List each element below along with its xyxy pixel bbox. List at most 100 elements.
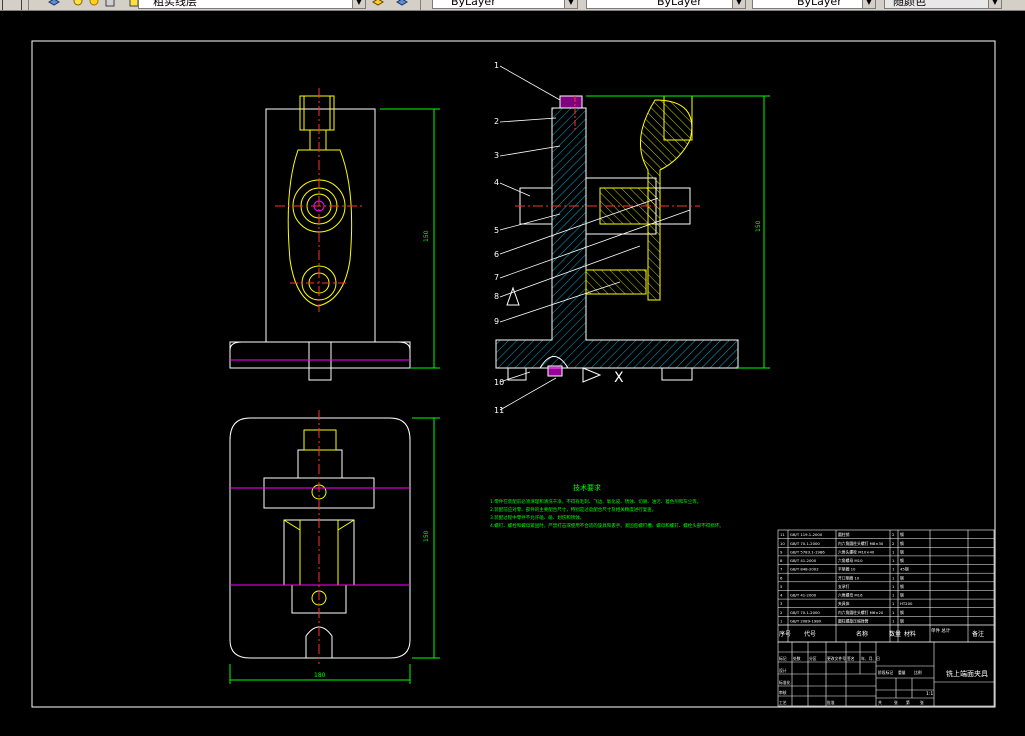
drawing-canvas[interactable]: 150 150 180 [0,11,1025,736]
bom-cell-code: GB/T 70.1-2000 [790,610,820,615]
layer-name: 粗实线层 [153,0,197,8]
title-block-label: 处数 [793,656,801,661]
tech-line-4: 4.螺钉、螺栓和螺母紧固时，严禁打击或使用不合适的旋具和扳手。紧固后螺钉槽、螺母… [490,522,724,529]
balloon-3: 3 [494,151,499,160]
drawing-frame-outer [31,40,996,708]
balloon-9: 9 [494,317,499,326]
bom-cell-mat: 钢 [900,558,904,563]
dim-side-height: 150 [755,220,762,232]
make-current-layer-icon[interactable] [372,0,384,8]
balloon-4: 4 [494,178,499,187]
bom-cell-qty: 1 [892,549,895,554]
bom-cell-no: 6 [780,575,783,580]
plotstyle-control-value: 随颜色 [893,0,926,8]
toolbar-separator [28,0,29,10]
bom-cell-qty: 2 [892,532,895,537]
bom-cell-no: 4 [780,593,783,598]
light-bulb-icon[interactable] [72,0,84,8]
linetype-control-value: ByLayer [657,0,702,8]
bom-cell-code: GB/T 70.1-2000 [790,541,820,546]
tech-line-2: 2.装配前应对零、部件的主要配合尺寸，特别是过盈配合尺寸及相关精度进行复查。 [490,506,656,513]
bom-cell-code: GB/T 2089-1980 [790,619,822,624]
bom-cell-code: GB/T 119.1-2000 [790,532,823,537]
lineweight-control-value: ByLayer [797,0,842,8]
bom-header-name: 名称 [856,630,868,638]
title-block-label: 比例 [914,670,922,675]
balloon-6: 6 [494,250,499,259]
bom-cell-name: 六角头螺栓 M10×40 [838,549,875,554]
title-block-label: 阶段标记 [878,670,893,675]
bom-cell-no: 10 [780,541,785,546]
bom-header-code: 代号 [804,630,816,638]
bom-header-no: 序号 [779,630,791,638]
bom-cell-qty: 1 [892,567,895,572]
chevron-down-icon: ▼ [732,0,745,8]
bom-header-row: 序号 代号 名称 数量 材料 单件 总计 备注 [779,627,984,638]
title-block-label: 设计 [779,668,787,673]
bom-cell-mat: 钢 [900,575,904,580]
bom-cell-no: 9 [780,549,783,554]
color-control-dropdown[interactable]: ByLayer ▼ [432,0,578,9]
bom-cell-mat: 钢 [900,532,904,537]
layer-dropdown[interactable]: 粗实线层 ▼ [138,0,366,9]
bom-cell-no: 7 [780,567,783,572]
bom-cell-name: 平垫圈 10 [838,567,856,572]
bom-cell-code: GB/T 41-2000 [790,593,817,598]
bom-cell-name: 圆柱销 [838,532,850,537]
lineweight-control-dropdown[interactable]: ByLayer ▼ [752,0,876,9]
color-control-value: ByLayer [451,0,496,8]
bom-cell-qty: 1 [892,558,895,563]
balloon-1: 1 [494,61,499,70]
balloon-labels: 1 2 3 4 5 6 7 8 9 10 11 [494,61,504,415]
dim-bottom-height: 150 [423,530,430,542]
bom-cell-mat: 钢 [900,610,904,615]
toolbar-separator [420,0,421,10]
title-block-label: 分区 [809,656,817,661]
bom-cell-mat: 钢 [900,593,904,598]
bom-cell-name: 六角螺母 M10 [838,558,863,563]
title-block-label: 批准 [827,700,835,705]
part-leaders [499,65,691,411]
bom-cell-qty: 2 [892,541,895,546]
balloon-8: 8 [494,292,499,301]
toolbar-button[interactable] [2,0,22,10]
drawing-scale: 1:1 [926,691,933,697]
chevron-down-icon: ▼ [862,0,875,8]
front-view [229,88,440,381]
top-view [229,410,440,684]
chevron-down-icon: ▼ [564,0,577,8]
bom-cell-no: 11 [780,532,785,537]
bom-cell-mat: 钢 [900,541,904,546]
title-block-label: 共 [878,700,882,705]
chevron-down-icon: ▼ [352,0,365,8]
bom-header-mat: 材料 [904,630,916,638]
dim-bottom-width: 180 [314,672,326,679]
title-block-labels: 标记处数分区更改文件号签名年、月、日设计标准化审核工艺批准阶段标记重量比例共张第… [779,656,924,705]
bom-cell-mat: 45钢 [900,567,909,572]
bom-cell-code: GB/T 848-2002 [790,567,819,572]
tech-title: 技术要求 [573,483,601,492]
title-block-label: 重量 [898,670,906,675]
title-block-label: 标准化 [779,680,791,685]
linetype-control-dropdown[interactable]: ByLayer ▼ [586,0,746,9]
bom-cell-name: 内六角圆柱头螺钉 M8×30 [838,541,884,546]
title-block-label: 张 [894,700,898,705]
bom-cell-qty: 1 [892,575,895,580]
lock-icon[interactable] [104,0,116,8]
tech-line-1: 1.零件在装配前必须清理和清洗干净，不得有毛刺、飞边、氧化皮、锈蚀、切屑、油污、… [490,498,701,505]
bom-cell-mat: 钢 [900,619,904,624]
bom-cell-qty: 1 [892,601,895,606]
layer-previous-icon[interactable] [396,0,408,8]
bom-cell-name: 夹具体 [838,601,850,606]
bom-cell-code: GB/T 41-2000 [790,558,817,563]
title-block [777,641,995,707]
layer-manager-icon[interactable] [48,0,60,8]
bom-cell-no: 5 [780,584,783,589]
plotstyle-control-dropdown[interactable]: 随颜色 ▼ [884,0,1002,9]
bom-cell-qty: 1 [892,584,895,589]
sun-freeze-icon[interactable] [88,0,100,8]
title-block-label: 标记 [779,656,787,661]
balloon-7: 7 [494,273,499,282]
bom-cell-name: 开口垫圈 10 [838,575,860,580]
bom-cell-qty: 1 [892,593,895,598]
